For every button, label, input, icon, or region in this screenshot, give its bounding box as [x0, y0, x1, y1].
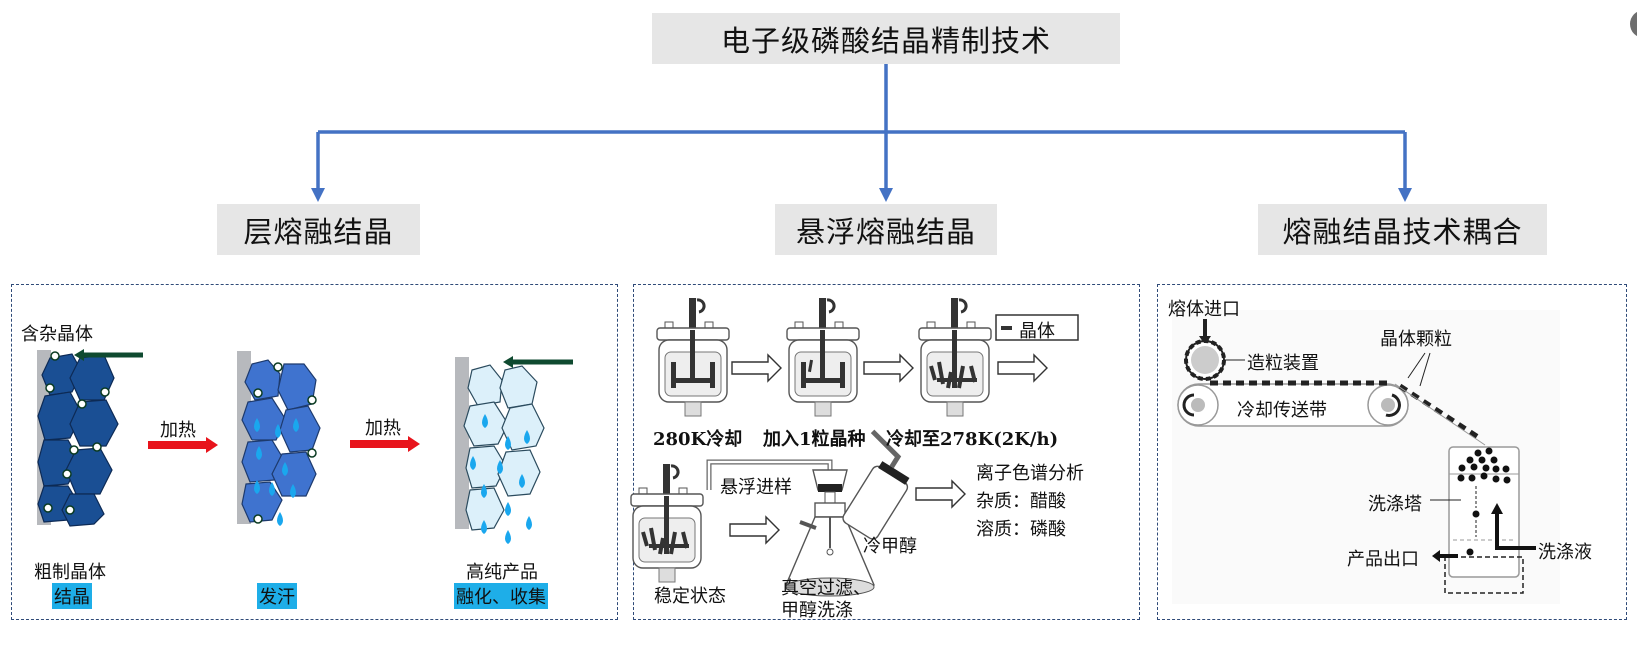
particle-trail-chute	[1398, 383, 1480, 440]
cooling-belt-label: 冷却传送带	[1237, 400, 1327, 421]
stage-label-278k: 冷却至278K(2K/h)	[886, 429, 1059, 450]
reactor-seeding	[785, 296, 861, 418]
hollow-arrow-4	[729, 515, 780, 545]
melt-inlet-label: 熔体进口	[1168, 299, 1240, 320]
sweating-crystal-stack	[237, 351, 321, 526]
cooling-wall-3	[455, 357, 469, 529]
crude-crystal-stack	[37, 349, 143, 527]
crystal-legend-label: 晶体	[1019, 321, 1055, 342]
pure-product-label: 高纯产品	[466, 562, 538, 583]
heat-arrow-2	[350, 436, 420, 452]
reactor-steady	[629, 462, 705, 584]
layer-illustration	[37, 349, 573, 544]
branch-heading-suspension: 悬浮熔融结晶	[775, 204, 997, 255]
coupling-panel	[1157, 284, 1627, 620]
main-title-text: 电子级磷酸结晶精制技术	[720, 23, 1051, 58]
impure-crystal-label: 含杂晶体	[21, 324, 93, 345]
step-tag-crystallization: 结晶	[52, 583, 92, 609]
wash-liquid-arrow	[1495, 512, 1536, 550]
suspension-melt-panel	[633, 284, 1140, 620]
ion-chromatography-label: 离子色谱分析	[976, 463, 1084, 484]
branch-heading-coupling: 熔融结晶技术耦合	[1258, 204, 1547, 255]
stage-label-280k: 280K冷却	[653, 429, 743, 450]
arrowhead-center	[879, 188, 893, 202]
edge-circle-icon	[1630, 10, 1637, 38]
filter-flask	[785, 502, 875, 597]
heat-label-2: 加热	[365, 418, 401, 439]
step-tag-melt-collect: 融化、收集	[454, 583, 548, 609]
crude-crystal-label: 粗制晶体	[34, 562, 106, 583]
product-outlet-label: 产品出口	[1347, 549, 1419, 570]
crystal-legend-swatch	[1001, 326, 1012, 330]
reactor-cooling	[655, 296, 731, 418]
granulator-label: 造粒装置	[1247, 353, 1319, 374]
hollow-arrow-5	[915, 479, 966, 509]
filter-wash-label-2: 甲醇洗涤	[781, 600, 853, 621]
wash-liquid-label: 洗涤液	[1538, 542, 1592, 563]
pure-crystal-stack	[455, 356, 573, 544]
branch-heading-coupling-text: 熔融结晶技术耦合	[1282, 214, 1523, 249]
tower-base	[1444, 556, 1524, 594]
crystal-particles-label: 晶体颗粒	[1380, 329, 1452, 350]
heat-arrow-1	[148, 437, 218, 453]
wash-tower-label: 洗涤塔	[1368, 494, 1422, 515]
heat-label-1: 加热	[160, 420, 196, 441]
solute-label: 溶质：磷酸	[976, 519, 1066, 540]
hollow-arrow-2	[863, 353, 914, 383]
arrowhead-right	[1398, 188, 1412, 202]
hollow-arrow-3	[997, 353, 1048, 383]
step-tag-sweating: 发汗	[257, 583, 297, 609]
suspension-sampling-label: 悬浮进样	[720, 477, 792, 498]
stage-label-seed: 加入1粒晶种	[763, 429, 866, 450]
branch-heading-layer-text: 层熔融结晶	[243, 214, 394, 249]
impurity-label: 杂质：醋酸	[976, 491, 1066, 512]
main-title: 电子级磷酸结晶精制技术	[652, 13, 1120, 64]
connector-tree	[311, 64, 1412, 202]
reactor-cooling-278k	[917, 296, 993, 418]
cooling-conveyor	[1177, 383, 1409, 427]
filter-wash-label-1: 真空过滤、	[781, 578, 871, 599]
arrowhead-left	[311, 188, 325, 202]
layer-melt-panel	[11, 284, 618, 620]
branch-heading-suspension-text: 悬浮熔融结晶	[795, 214, 976, 249]
granulator-drum	[1184, 339, 1245, 381]
steady-state-label: 稳定状态	[654, 586, 726, 607]
coupling-illustration	[1177, 319, 1536, 594]
buchner-funnel	[812, 469, 848, 505]
branch-heading-layer: 层熔融结晶	[217, 204, 420, 255]
suspension-illustration	[629, 296, 1079, 597]
methanol-wash-bottle	[842, 429, 910, 540]
wash-tower	[1448, 446, 1520, 578]
hollow-arrow-1	[731, 353, 782, 383]
cold-methanol-label: 冷甲醇	[863, 536, 917, 557]
cooling-wall-2	[237, 351, 251, 524]
